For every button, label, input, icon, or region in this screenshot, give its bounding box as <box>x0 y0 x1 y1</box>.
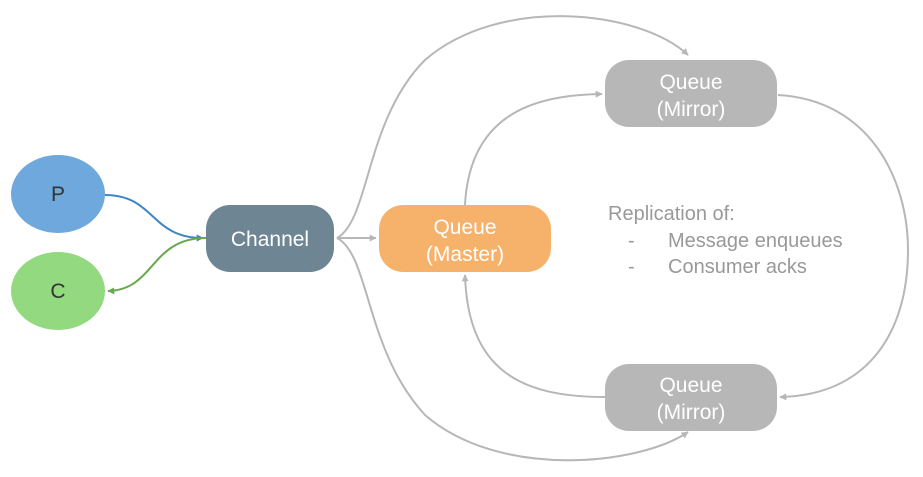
replication-note: Replication of: - Message enqueues - Con… <box>608 203 843 278</box>
replication-note-bullet-1: - <box>628 230 635 252</box>
queue-mirror-bottom-line2: (Mirror) <box>657 401 726 424</box>
queue-master-line2: (Master) <box>426 243 504 266</box>
producer-label: P <box>51 183 65 206</box>
node-queue-master[interactable]: Queue (Master) <box>379 205 551 272</box>
node-channel[interactable]: Channel <box>206 205 334 272</box>
edge-master-to-mirror-top <box>464 90 603 206</box>
edges <box>104 15 910 462</box>
replication-note-bullet-2: - <box>628 256 635 278</box>
node-producer[interactable]: P <box>11 155 105 233</box>
channel-box <box>206 205 334 272</box>
queue-master-line1: Queue <box>433 216 496 239</box>
queue-mirror-top-box <box>605 60 777 127</box>
node-consumer[interactable]: C <box>11 252 105 330</box>
consumer-circle <box>11 252 105 330</box>
replication-note-item-1: Message enqueues <box>668 230 843 252</box>
channel-label: Channel <box>231 228 309 251</box>
queue-mirror-bottom-line1: Queue <box>659 374 722 397</box>
edge-channel-to-mirror-top <box>336 15 689 239</box>
edge-channel-to-consumer <box>107 237 207 295</box>
edge-producer-to-channel <box>104 194 204 242</box>
node-queue-mirror-bottom[interactable]: Queue (Mirror) <box>605 364 777 431</box>
replication-note-title: Replication of: <box>608 203 735 225</box>
edge-mirror-top-to-mirror-bottom <box>777 94 910 401</box>
node-queue-mirror-top[interactable]: Queue (Mirror) <box>605 60 777 127</box>
queue-mirror-bottom-box <box>605 364 777 431</box>
edge-channel-to-mirror-bottom <box>336 237 689 462</box>
producer-circle <box>11 155 105 233</box>
replication-note-item-2: Consumer acks <box>668 256 807 278</box>
consumer-label: C <box>50 280 65 303</box>
edge-mirror-bottom-to-master <box>461 274 606 398</box>
queue-mirror-top-line2: (Mirror) <box>657 98 726 121</box>
queue-master-box <box>379 205 551 272</box>
queue-mirror-top-line1: Queue <box>659 71 722 94</box>
